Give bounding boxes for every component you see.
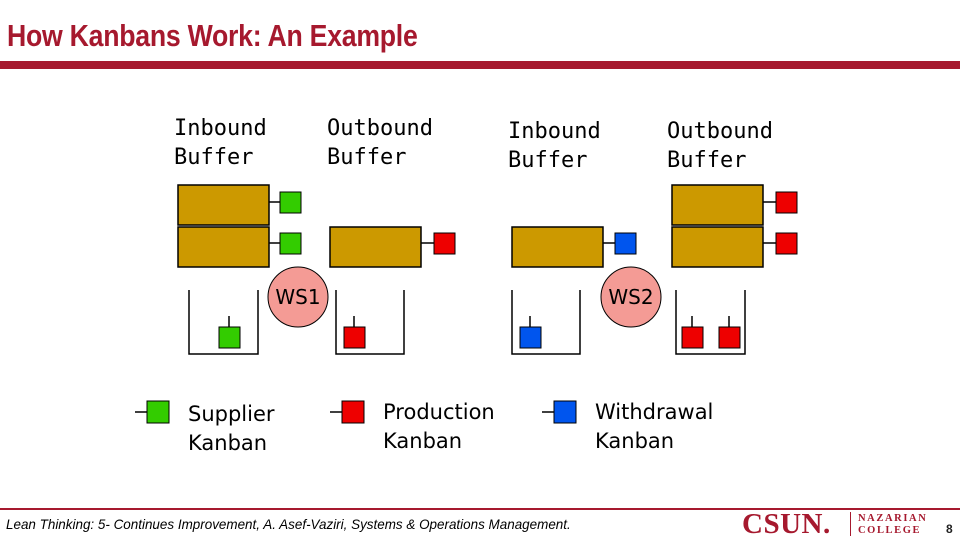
production-kanban-card	[718, 326, 741, 349]
workstation-ws1-label: WS1	[275, 285, 321, 309]
legend-supplier-label: Supplier Kanban	[188, 402, 275, 455]
ws1-inbound-container-1	[177, 184, 270, 226]
production-kanban-card	[775, 191, 798, 214]
withdrawal-kanban-card	[519, 326, 542, 349]
logo-sub-line-2: COLLEGE	[858, 525, 922, 536]
page-number: 8	[946, 522, 953, 536]
footer-bar	[0, 508, 960, 540]
legend-withdrawal-label: Withdrawal Kanban	[595, 400, 714, 453]
workstation-ws2	[600, 266, 662, 328]
production-kanban-card	[775, 232, 798, 255]
production-kanban-card	[681, 326, 704, 349]
supplier-kanban-card	[279, 232, 302, 255]
legend-supplier-swatch	[146, 400, 170, 424]
csun-logo: CSUN.	[742, 508, 831, 540]
logo-separator	[850, 512, 851, 536]
ws2-inbound-container-1	[511, 226, 604, 268]
page-title: How Kanbans Work: An Example	[7, 18, 418, 53]
workstation-ws2-label: WS2	[608, 285, 654, 309]
nazarian-college-logo: NAZARIAN COLLEGE	[858, 513, 927, 537]
legend-production-label: Production Kanban	[383, 400, 495, 453]
legend-withdrawal-swatch	[553, 400, 577, 424]
workstation-ws1	[267, 266, 329, 328]
bin-ws2-inbound	[511, 290, 581, 355]
ws1-outbound-container-1	[329, 226, 422, 268]
supplier-kanban-card	[279, 191, 302, 214]
bin-ws2-outbound	[675, 290, 746, 355]
ws1-outbound-buffer-label: Outbound Buffer	[327, 116, 433, 170]
ws2-inbound-buffer-label: Inbound Buffer	[508, 119, 601, 173]
production-kanban-card	[343, 326, 366, 349]
bin-ws1-inbound	[188, 290, 259, 355]
title-underline	[0, 61, 960, 69]
supplier-kanban-card	[218, 326, 241, 349]
ws2-outbound-container-1	[671, 184, 764, 226]
ws2-outbound-buffer-label: Outbound Buffer	[667, 119, 773, 173]
ws1-inbound-buffer-label: Inbound Buffer	[174, 116, 267, 170]
footer-citation: Lean Thinking: 5- Continues Improvement,…	[6, 516, 571, 532]
production-kanban-card	[433, 232, 456, 255]
withdrawal-kanban-card	[614, 232, 637, 255]
bin-ws1-outbound	[335, 290, 405, 355]
ws1-inbound-container-2	[177, 226, 270, 268]
logo-sub-line-1: NAZARIAN	[858, 513, 928, 524]
legend-production-swatch	[341, 400, 365, 424]
ws2-outbound-container-2	[671, 226, 764, 268]
